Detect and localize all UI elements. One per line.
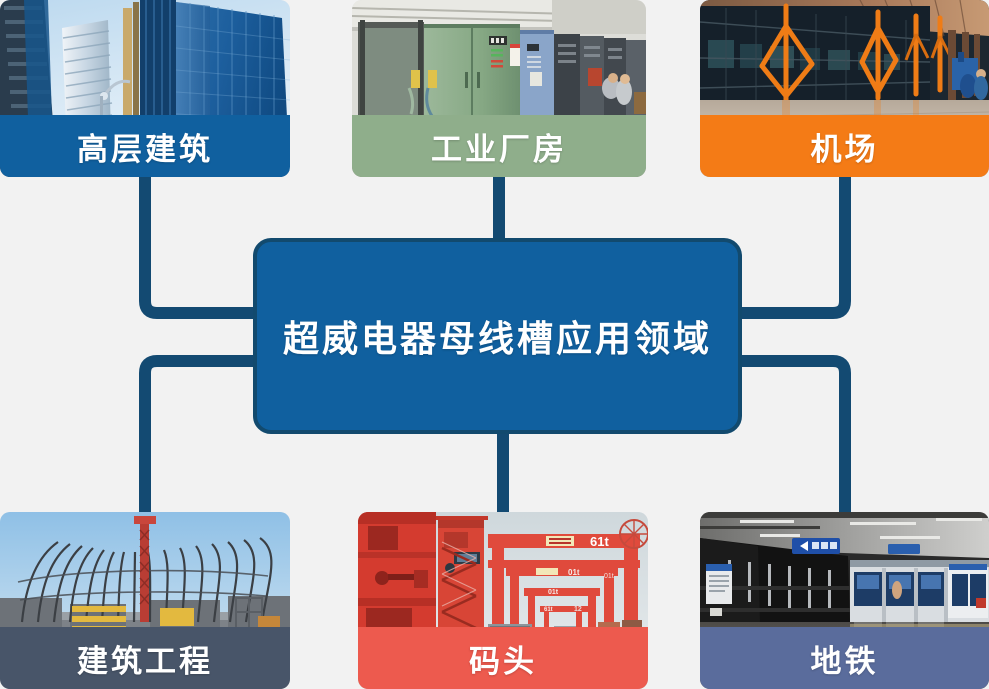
card-label-text: 建筑工程 [77, 643, 213, 679]
card-industrial-plant[interactable]: 工业厂房 [352, 0, 646, 177]
card-dock[interactable]: 61t 01t 01t 01t 61t 12 [358, 512, 648, 689]
card-airport[interactable]: 机场 [700, 0, 989, 177]
svg-text:61t: 61t [590, 534, 609, 549]
card-label-text: 机场 [810, 131, 879, 167]
svg-text:01t: 01t [604, 573, 614, 580]
card-label-airport: 机场 [700, 115, 989, 177]
card-label-industrial-plant: 工业厂房 [352, 115, 646, 177]
connector-airport [734, 171, 851, 319]
card-label-dock: 码头 [358, 627, 648, 689]
card-label-high-rise-building: 高层建筑 [0, 115, 290, 177]
card-label-construction-engineering: 建筑工程 [0, 627, 290, 689]
svg-text:12: 12 [574, 606, 582, 613]
card-label-text: 工业厂房 [431, 131, 567, 167]
card-label-text: 码头 [469, 643, 537, 679]
center-node-title: 超威电器母线槽应用领域 [282, 318, 712, 359]
svg-text:61t: 61t [544, 607, 553, 613]
card-subway[interactable]: 地铁 [700, 512, 989, 689]
card-label-text: 高层建筑 [77, 131, 213, 167]
connector-construction [139, 355, 262, 521]
center-node[interactable]: 超威电器母线槽应用领域 [253, 238, 742, 434]
connector-high-rise [139, 171, 262, 319]
connector-subway [734, 355, 851, 521]
svg-text:01t: 01t [548, 589, 559, 596]
card-high-rise-building[interactable]: 高层建筑 [0, 0, 290, 177]
card-label-subway: 地铁 [700, 627, 989, 689]
card-label-text: 地铁 [810, 643, 879, 679]
svg-text:01t: 01t [568, 568, 580, 577]
card-construction-engineering[interactable]: 建筑工程 [0, 512, 290, 689]
